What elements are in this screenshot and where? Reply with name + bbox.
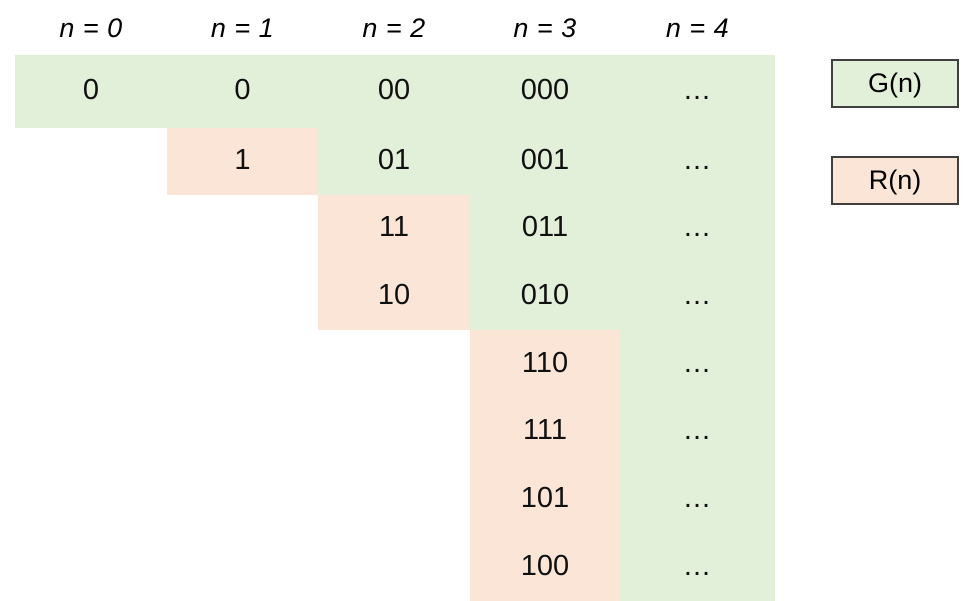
cell-value: 1	[234, 144, 251, 176]
table-cell: 011	[470, 195, 620, 262]
cell-value: 0	[82, 74, 100, 106]
table-cell-empty	[15, 195, 167, 262]
cell-value: ...	[683, 346, 712, 379]
cell-value: 000	[520, 74, 570, 106]
table-cell-empty	[167, 398, 318, 465]
cell-value: 10	[377, 278, 411, 311]
table-cell-empty	[318, 398, 470, 465]
table-cell-empty	[318, 330, 470, 398]
table-cell: ...	[620, 330, 775, 398]
table-cell: 1	[167, 128, 318, 195]
cell-value: 001	[520, 144, 570, 176]
table-cell-empty	[15, 128, 167, 195]
cell-value: 011	[521, 211, 569, 243]
table-cell: 101	[470, 465, 620, 533]
legend-item-rn[interactable]: R(n)	[831, 156, 959, 205]
table-cell: 0	[15, 55, 167, 128]
cell-value: 0	[234, 74, 251, 106]
cell-value: 11	[378, 211, 410, 243]
table-cell-empty	[318, 465, 470, 533]
table-cell: 0	[167, 55, 318, 128]
table-cell-empty	[15, 398, 167, 465]
table-cell: ...	[620, 128, 775, 195]
legend-item-gn[interactable]: G(n)	[831, 59, 959, 108]
table-cell-empty	[15, 533, 167, 601]
cell-value: 110	[521, 346, 569, 379]
cell-value: ...	[683, 481, 712, 514]
legend-label: R(n)	[868, 165, 922, 195]
table-cell-empty	[167, 195, 318, 262]
table-cell: ...	[620, 195, 775, 262]
cell-value: 100	[520, 549, 570, 582]
table-cell-empty	[15, 262, 167, 330]
table-cell: ...	[620, 465, 775, 533]
cell-value: ...	[683, 144, 712, 176]
table-cell: 100	[470, 533, 620, 601]
table-cell: 11	[318, 195, 470, 262]
table-cell: 010	[470, 262, 620, 330]
table-cell: ...	[620, 55, 775, 128]
cell-value: ...	[683, 549, 712, 582]
column-header-n-0: n = 0	[59, 13, 123, 43]
cell-value: ...	[683, 414, 712, 446]
cell-value: 00	[377, 74, 411, 106]
table-cell-empty	[167, 262, 318, 330]
table-cell: ...	[620, 533, 775, 601]
table-cell: ...	[620, 398, 775, 465]
cell-value: 01	[377, 144, 411, 176]
cell-value: 010	[520, 278, 570, 311]
table-cell: 111	[470, 398, 620, 465]
cell-value: ...	[683, 278, 712, 311]
table-cell: 10	[318, 262, 470, 330]
table-cell: ...	[620, 262, 775, 330]
table-cell-empty	[167, 533, 318, 601]
table-cell: 000	[470, 55, 620, 128]
cell-value: ...	[683, 74, 712, 106]
table-cell-empty	[167, 330, 318, 398]
table-cell: 00	[318, 55, 470, 128]
cell-value: ...	[683, 211, 712, 243]
table-cell-empty	[15, 330, 167, 398]
table-cell: 110	[470, 330, 620, 398]
table-cell-empty	[167, 465, 318, 533]
table-cell: 001	[470, 128, 620, 195]
table-column-header-row: n = 0 n = 1 n = 2 n = 3 n = 4	[15, 6, 775, 53]
column-header-n-3: n = 3	[513, 13, 577, 43]
table-cell: 01	[318, 128, 470, 195]
column-header-n-1: n = 1	[210, 13, 275, 43]
table-cell-empty	[15, 465, 167, 533]
cell-value: 101	[520, 481, 570, 514]
column-header-n-2: n = 2	[362, 13, 426, 43]
legend-label: G(n)	[868, 68, 922, 98]
table-cell-empty	[318, 533, 470, 601]
column-header-n-4: n = 4	[665, 13, 730, 43]
cell-value: 111	[522, 414, 568, 446]
